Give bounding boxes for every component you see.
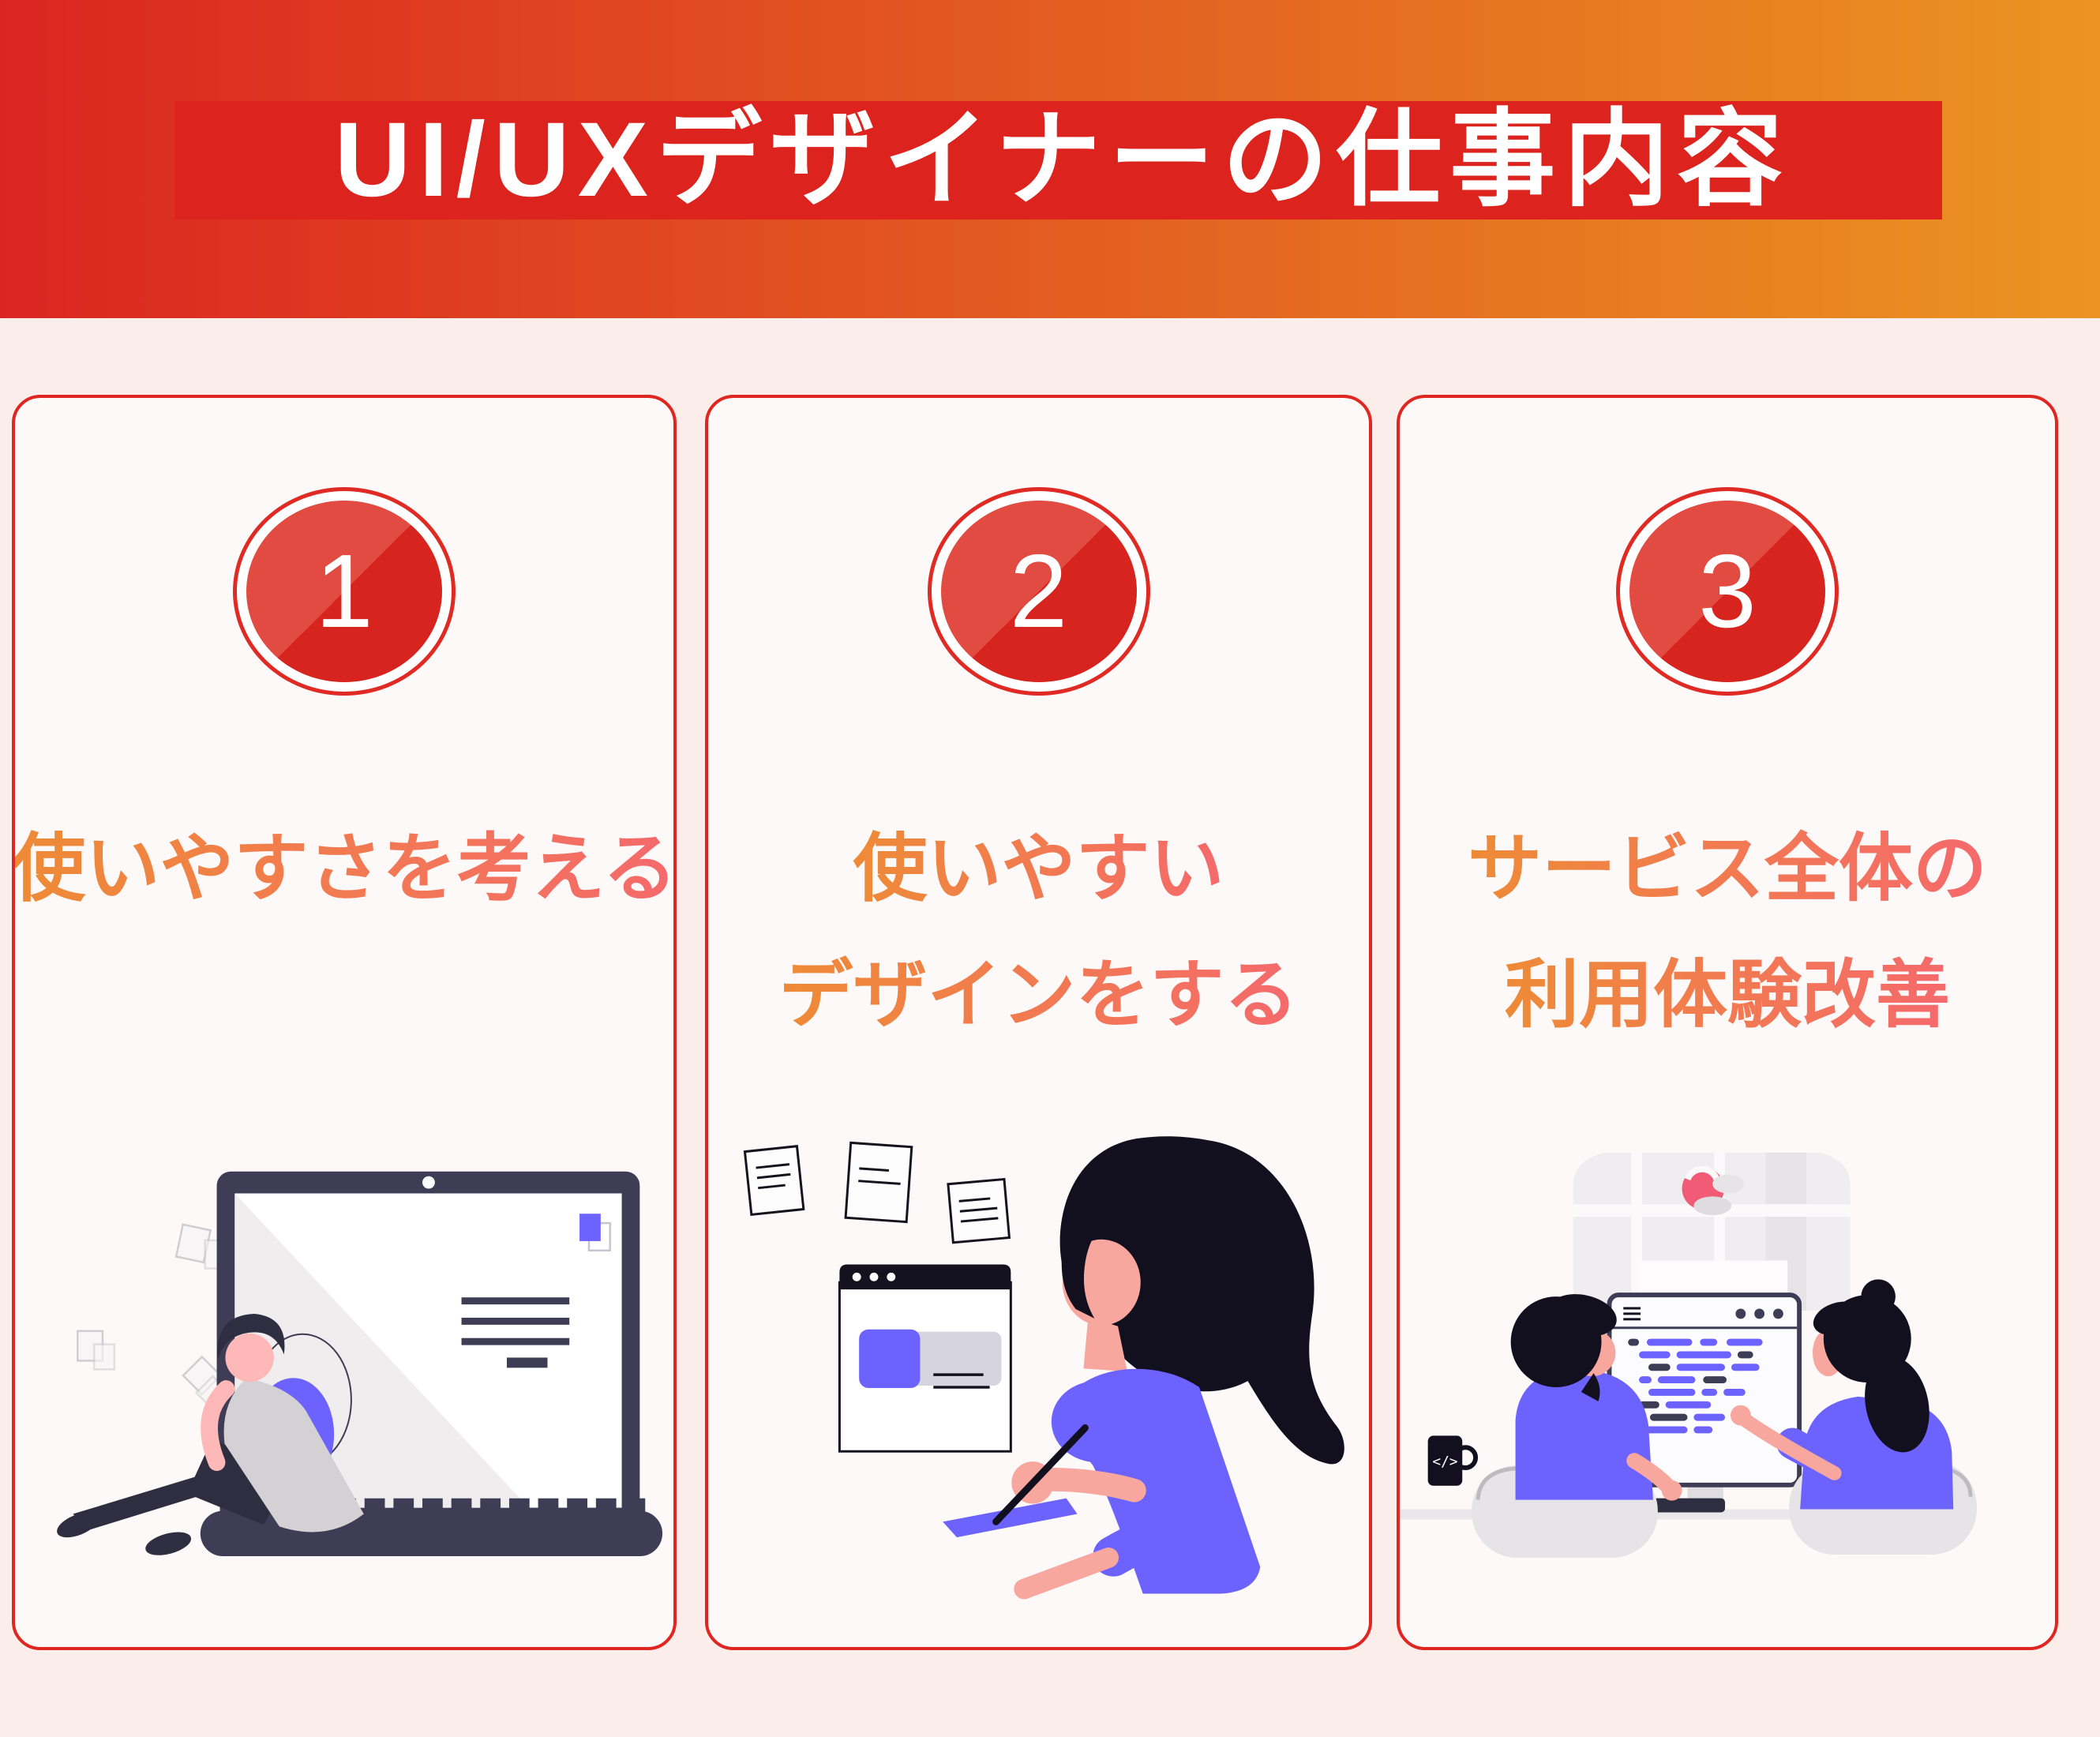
illustration-person-relaxing-with-laptop — [57, 1171, 663, 1557]
card-title-2-line-2: デザインをする — [778, 932, 1298, 1058]
card-title-1: 使いやすさを考える — [15, 805, 673, 932]
card-title-3: サービス全体の 利用体験改善 — [1400, 805, 2055, 1058]
screen-corner-chip — [579, 1214, 601, 1241]
sticky-notes-icon — [743, 1141, 1011, 1244]
step-number-2: 2 — [1009, 533, 1068, 649]
designer-woman — [943, 1136, 1344, 1600]
developer-left — [1472, 1294, 1682, 1558]
illustration-designer-sketching-wireframes — [743, 1136, 1344, 1600]
title-banner: UI/UXデザイナーの仕事内容 — [175, 101, 1942, 219]
card-step-3: 3 サービス全体の 利用体験改善 — [1397, 395, 2058, 1650]
window-dots-icon — [1735, 1308, 1783, 1319]
card-step-2: 2 使いやすい デザインをする — [705, 395, 1372, 1650]
floating-squares-icon — [77, 1223, 231, 1411]
developer-right — [1730, 1279, 1977, 1555]
header-gradient-band: UI/UXデザイナーの仕事内容 — [0, 0, 2100, 318]
step-number-circle-3: 3 — [1629, 501, 1825, 682]
drawing-tablet-icon — [943, 1498, 1078, 1538]
step-number-circle-1: 1 — [246, 501, 442, 682]
page-title: UI/UXデザイナーの仕事内容 — [334, 101, 1791, 219]
browser-wireframe-icon — [838, 1264, 1012, 1453]
step-number-badge-1: 1 — [233, 487, 456, 696]
card-title-2-line-1: 使いやすい — [853, 805, 1224, 932]
person-lounging — [57, 1314, 364, 1555]
svg-text:</>: </> — [1432, 1454, 1457, 1470]
code-lines — [1628, 1338, 1763, 1434]
card-step-1: 1 使いやすさを考える — [12, 395, 677, 1650]
hamburger-menu-icon — [1623, 1307, 1641, 1321]
step-number-3: 3 — [1698, 533, 1757, 649]
step-number-1: 1 — [315, 533, 373, 649]
card-title-2: 使いやすい デザインをする — [708, 805, 1369, 1058]
card-title-3-line-1: サービス全体の — [1468, 805, 1987, 932]
pen-icon — [992, 1424, 1089, 1525]
card-title-1-line-1: 使いやすさを考える — [15, 805, 673, 932]
code-mug-icon: </> — [1427, 1435, 1479, 1486]
monitor-with-code — [1607, 1292, 1802, 1513]
step-number-badge-2: 2 — [927, 487, 1150, 696]
illustration-team-reviewing-code: </> — [1400, 1152, 1977, 1558]
laptop-base — [200, 1510, 663, 1557]
card-title-3-line-2: 利用体験改善 — [1505, 932, 1950, 1058]
step-number-circle-2: 2 — [940, 501, 1137, 682]
cloud-logo-icon — [1682, 1165, 1744, 1216]
step-number-badge-3: 3 — [1616, 487, 1839, 696]
screen-text-lines — [461, 1297, 570, 1368]
